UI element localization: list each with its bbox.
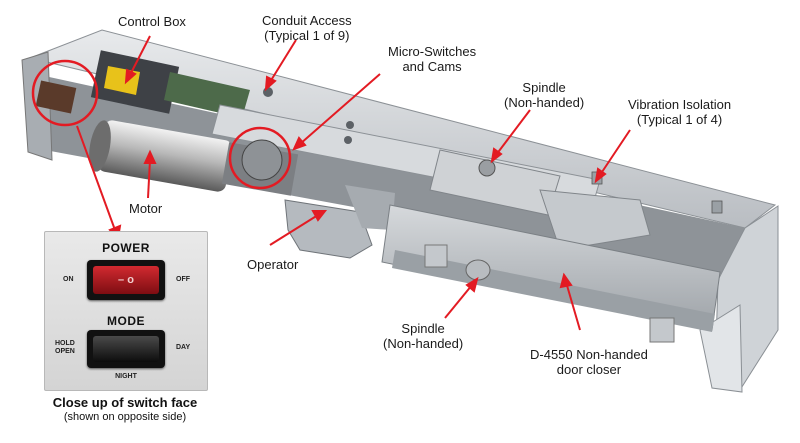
caption-main: Close up of switch face xyxy=(52,395,198,410)
mode-day-label: DAY xyxy=(176,344,191,351)
callout-conduit-access: Conduit Access (Typical 1 of 9) xyxy=(262,13,352,43)
spring-arm xyxy=(539,189,651,251)
callout-micro-switches-line1: Micro-Switches xyxy=(388,44,477,59)
spindle-bottom-hub xyxy=(465,259,491,281)
callout-operator-text: Operator xyxy=(247,257,299,272)
switch-face-caption: Close up of switch face (shown on opposi… xyxy=(20,395,230,424)
power-rocker-face: – o xyxy=(93,266,159,294)
callout-control-box-text: Control Box xyxy=(118,14,186,29)
mode-night-label: NIGHT xyxy=(115,373,137,380)
callout-operator: Operator xyxy=(247,257,298,272)
spindle-top-hub xyxy=(478,159,496,177)
mode-hold-open-label: HOLD OPEN xyxy=(55,340,75,356)
caption-sub: (shown on opposite side) xyxy=(63,411,187,423)
power-heading: POWER xyxy=(102,241,150,255)
cam-wheel xyxy=(241,139,283,181)
mode-heading: MODE xyxy=(107,314,145,328)
power-off-label: OFF xyxy=(176,276,190,283)
micro-switch-highlight xyxy=(228,126,292,190)
callout-door-closer-line2: door closer xyxy=(556,362,622,377)
callout-spindle-top-text: Spindle xyxy=(522,80,566,95)
callout-spindle-top-sub: (Non-handed) xyxy=(504,95,585,110)
motor-body xyxy=(97,120,233,192)
hold-label: HOLD xyxy=(55,340,75,347)
callout-conduit-access-text: Conduit Access xyxy=(262,13,352,28)
power-on-label: ON xyxy=(63,276,74,283)
control-box-highlight xyxy=(31,59,99,127)
switch-face-panel: POWER ON OFF – o MODE HOLD OPEN DAY NIGH… xyxy=(44,231,208,391)
callout-door-closer-line1: D-4550 Non-handed xyxy=(530,347,648,362)
wire-bundle-left xyxy=(35,80,77,114)
motor-end xyxy=(89,120,111,172)
vibration-isolator xyxy=(711,200,723,214)
callout-vibration-isolation-sub: (Typical 1 of 4) xyxy=(636,112,723,127)
conduit-access-hole xyxy=(344,136,352,144)
mounting-foot-2 xyxy=(649,317,675,343)
callout-conduit-access-sub: (Typical 1 of 9) xyxy=(264,28,350,43)
mounting-foot-1 xyxy=(424,244,448,268)
callout-vibration-isolation-text: Vibration Isolation xyxy=(628,97,732,112)
callout-motor-text: Motor xyxy=(129,201,163,216)
mode-rocker-switch[interactable] xyxy=(87,330,165,368)
callout-spindle-bottom-sub: (Non-handed) xyxy=(383,336,464,351)
callout-spindle-top: Spindle (Non-handed) xyxy=(504,80,584,110)
operator-casting-block xyxy=(345,185,395,230)
callout-micro-switches: Micro-Switches and Cams xyxy=(388,44,476,74)
mode-rocker-face xyxy=(93,336,159,362)
callout-vibration-isolation: Vibration Isolation (Typical 1 of 4) xyxy=(628,97,731,127)
callout-control-box: Control Box xyxy=(118,14,186,29)
conduit-access-hole xyxy=(346,121,354,129)
open-label: OPEN xyxy=(55,348,75,355)
callout-spindle-bottom: Spindle (Non-handed) xyxy=(383,321,463,351)
callout-motor: Motor xyxy=(129,201,162,216)
power-rocker-switch[interactable]: – o xyxy=(87,260,165,300)
callout-door-closer: D-4550 Non-handed door closer xyxy=(530,347,648,377)
callout-micro-switches-line2: and Cams xyxy=(402,59,462,74)
callout-spindle-bottom-text: Spindle xyxy=(401,321,445,336)
